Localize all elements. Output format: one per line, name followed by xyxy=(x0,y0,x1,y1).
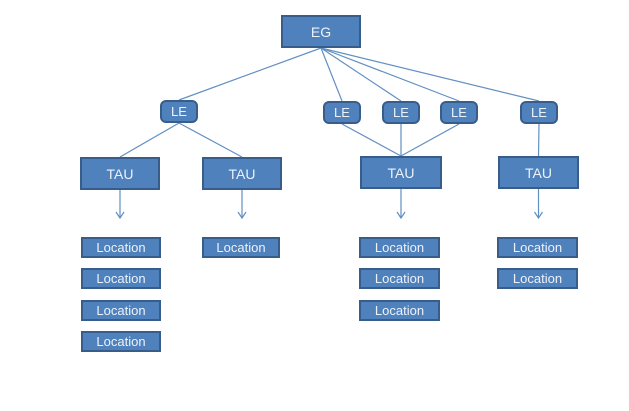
connector-line xyxy=(320,47,402,102)
node-loc2a: Location xyxy=(202,237,280,258)
connector-line xyxy=(320,47,540,102)
connector-line xyxy=(341,123,402,157)
node-loc3c: Location xyxy=(359,300,440,321)
arrowhead-icon xyxy=(534,211,543,220)
node-loc1b: Location xyxy=(81,268,161,289)
node-loc1a: Location xyxy=(81,237,161,258)
node-tau1: TAU xyxy=(80,157,160,190)
node-loc1c: Location xyxy=(81,300,161,321)
arrowhead-icon xyxy=(115,211,125,220)
node-tau3: TAU xyxy=(360,156,442,189)
node-le2: LE xyxy=(323,101,361,124)
connector-line xyxy=(400,123,460,157)
node-loc1d: Location xyxy=(81,331,161,352)
node-tau4: TAU xyxy=(498,156,579,189)
connector-line xyxy=(119,122,180,158)
node-loc3a: Location xyxy=(359,237,440,258)
node-loc4b: Location xyxy=(497,268,578,289)
node-tau2: TAU xyxy=(202,157,282,190)
arrowhead-icon xyxy=(237,211,247,220)
node-loc3b: Location xyxy=(359,268,440,289)
connector-line xyxy=(320,47,343,102)
node-eg: EG xyxy=(281,15,361,48)
connector-line xyxy=(178,122,243,158)
node-le1: LE xyxy=(160,100,198,123)
node-le5: LE xyxy=(520,101,558,124)
arrowhead-icon xyxy=(396,211,406,220)
connector-line xyxy=(178,47,322,101)
connector-line xyxy=(320,47,460,102)
connector-line xyxy=(537,123,540,157)
node-loc4a: Location xyxy=(497,237,578,258)
node-le4: LE xyxy=(440,101,478,124)
node-le3: LE xyxy=(382,101,420,124)
